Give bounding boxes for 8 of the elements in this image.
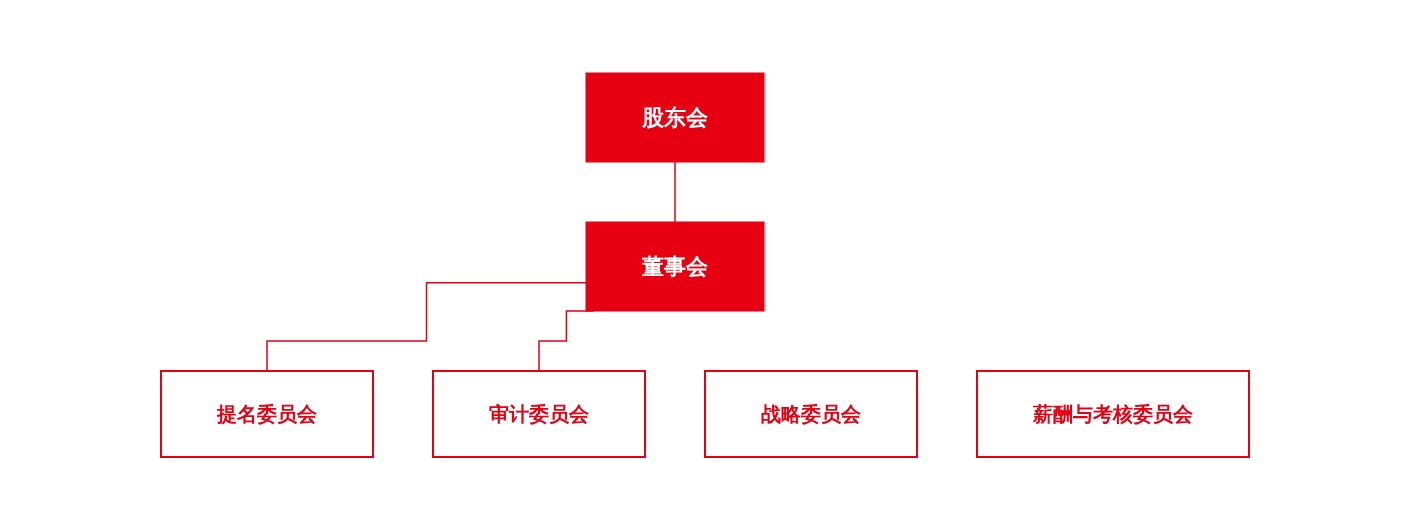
connector xyxy=(674,161,676,223)
node-box: 提名委员会 xyxy=(160,370,374,458)
node-box: 薪酬与考核委员会 xyxy=(976,370,1250,458)
node-box: 战略委员会 xyxy=(704,370,918,458)
node-box: 审计委员会 xyxy=(432,370,646,458)
connector xyxy=(266,282,587,372)
node-box: 董事会 xyxy=(585,221,765,312)
node-box: 股东会 xyxy=(585,72,765,163)
